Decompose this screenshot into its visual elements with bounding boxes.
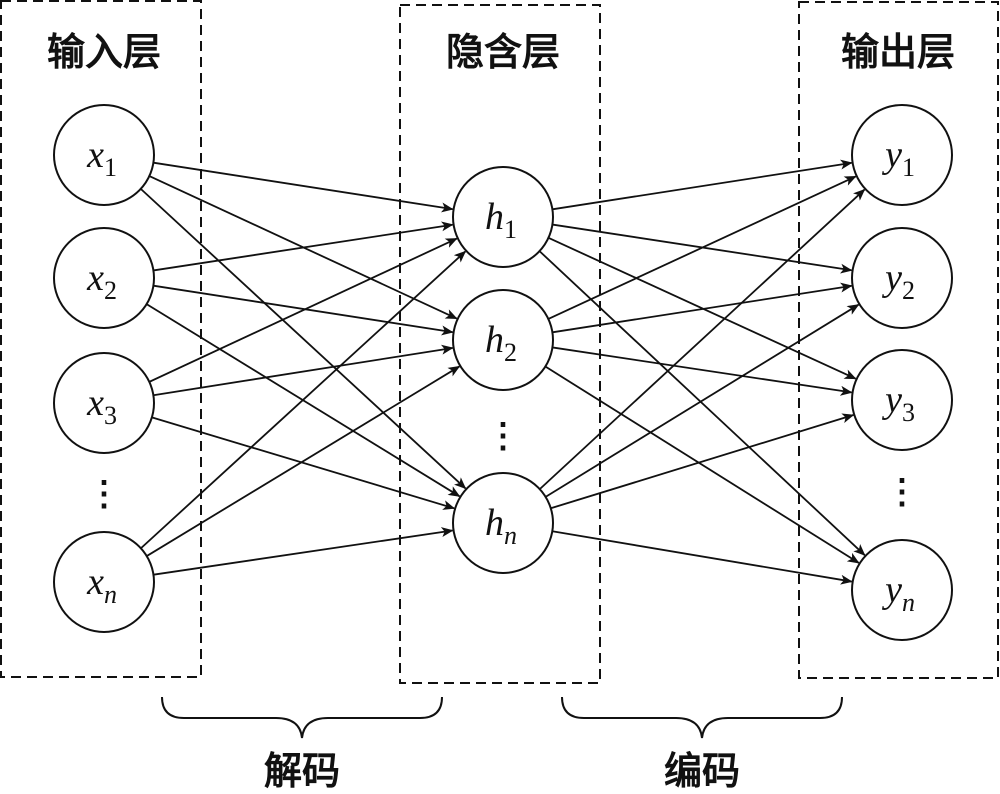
edge-hidden-2-output-3: [552, 530, 853, 585]
input-node-x2: x2: [53, 227, 155, 329]
input-node-circle: [53, 531, 155, 633]
input-node-x3: x3: [53, 352, 155, 454]
edge-input-2-hidden-1: [153, 344, 454, 397]
hidden-node-label: hn: [485, 502, 517, 550]
decode-brace: [161, 696, 443, 739]
edge-input-0-hidden-0: [153, 161, 454, 213]
input-node-subscript: 2: [104, 276, 117, 305]
output-node-circle: [851, 227, 953, 329]
hidden-node-label: h1: [485, 196, 517, 244]
output-node-yn: yn: [851, 539, 953, 641]
input-node-circle: [53, 227, 155, 329]
input-node-subscript: 3: [104, 401, 117, 430]
output-node-subscript: 1: [902, 153, 915, 182]
hidden-node-circle: [452, 472, 554, 574]
edge-hidden-2-output-2: [550, 413, 855, 510]
hidden-layer-title: 隐含层: [446, 29, 560, 74]
output-node-y2: y2: [851, 227, 953, 329]
edge-hidden-0-output-3: [538, 250, 866, 556]
edge-input-2-hidden-0: [148, 237, 458, 383]
input-node-circle: [53, 352, 155, 454]
edge-hidden-0-output-0: [552, 159, 853, 211]
input-ellipsis: ⋮: [87, 476, 121, 513]
output-node-circle: [851, 349, 953, 451]
encode-brace: [561, 696, 843, 739]
input-node-x1: x1: [53, 104, 155, 206]
edge-hidden-1-output-3: [544, 365, 860, 564]
hidden-node-h1: h1: [452, 166, 554, 268]
edge-hidden-1-output-0: [547, 175, 857, 320]
edge-hidden-1-output-2: [552, 346, 853, 396]
connection-edges: [140, 159, 866, 585]
output-node-label: y1: [881, 134, 915, 182]
edge-hidden-2-output-1: [545, 303, 860, 498]
output-node-subscript: 3: [902, 398, 915, 427]
output-node-label: y2: [881, 257, 915, 305]
hidden-node-h2: h2: [452, 289, 554, 391]
input-node-subscript: 1: [104, 153, 117, 182]
neuron-nodes: x1 x2 x3 xn h1 h2 hn y1 y2 y3 yn: [53, 104, 953, 641]
edge-hidden-2-output-0: [539, 188, 866, 490]
edge-input-3-hidden-0: [140, 250, 467, 549]
edge-input-1-hidden-0: [153, 221, 454, 272]
output-layer-box: [798, 1, 999, 679]
hidden-node-subscript: 2: [504, 338, 517, 367]
hidden-node-subscript: 1: [504, 215, 517, 244]
hidden-node-circle: [452, 289, 554, 391]
input-node-subscript: n: [104, 580, 117, 609]
output-node-y1: y1: [851, 104, 953, 206]
output-node-label: yn: [881, 569, 915, 617]
hidden-layer-box: [399, 4, 601, 684]
edge-input-0-hidden-2: [140, 188, 467, 490]
decode-label: 解码: [264, 748, 340, 793]
hidden-node-circle: [452, 166, 554, 268]
output-ellipsis: ⋮: [885, 474, 919, 511]
edge-input-3-hidden-2: [153, 527, 454, 576]
output-node-circle: [851, 104, 953, 206]
output-node-subscript: n: [902, 588, 915, 617]
hidden-node-label: h2: [485, 319, 517, 367]
input-node-circle: [53, 104, 155, 206]
edge-hidden-1-output-1: [552, 282, 853, 334]
edge-input-1-hidden-1: [153, 284, 454, 336]
input-node-label: x1: [86, 134, 117, 182]
edge-input-2-hidden-2: [151, 416, 456, 510]
output-node-subscript: 2: [902, 276, 915, 305]
hidden-node-subscript: n: [504, 521, 517, 550]
hidden-node-hn: hn: [452, 472, 554, 574]
output-node-y3: y3: [851, 349, 953, 451]
output-node-label: y3: [881, 379, 915, 427]
input-node-label: xn: [86, 561, 117, 609]
input-node-xn: xn: [53, 531, 155, 633]
hidden-ellipsis: ⋮: [486, 418, 520, 455]
encode-label: 编码: [664, 748, 740, 793]
output-layer-title: 输出层: [841, 29, 955, 74]
input-node-label: x3: [86, 382, 117, 430]
edge-input-3-hidden-1: [146, 365, 461, 557]
input-layer-title: 输入层: [47, 29, 161, 74]
input-node-label: x2: [86, 257, 117, 305]
output-node-circle: [851, 539, 953, 641]
input-layer-box: [0, 0, 202, 678]
